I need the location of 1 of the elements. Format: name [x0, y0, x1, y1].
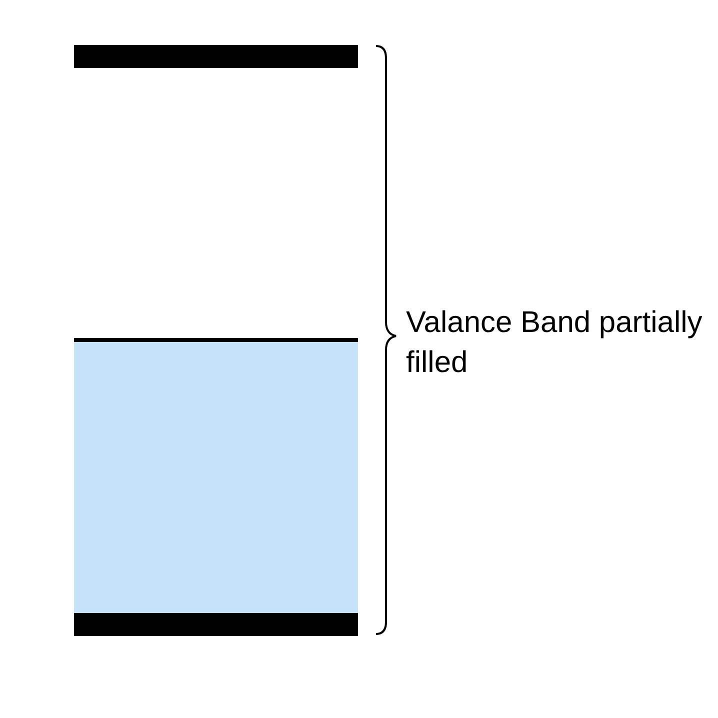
band-label: Valance Band partially filled	[406, 305, 704, 381]
